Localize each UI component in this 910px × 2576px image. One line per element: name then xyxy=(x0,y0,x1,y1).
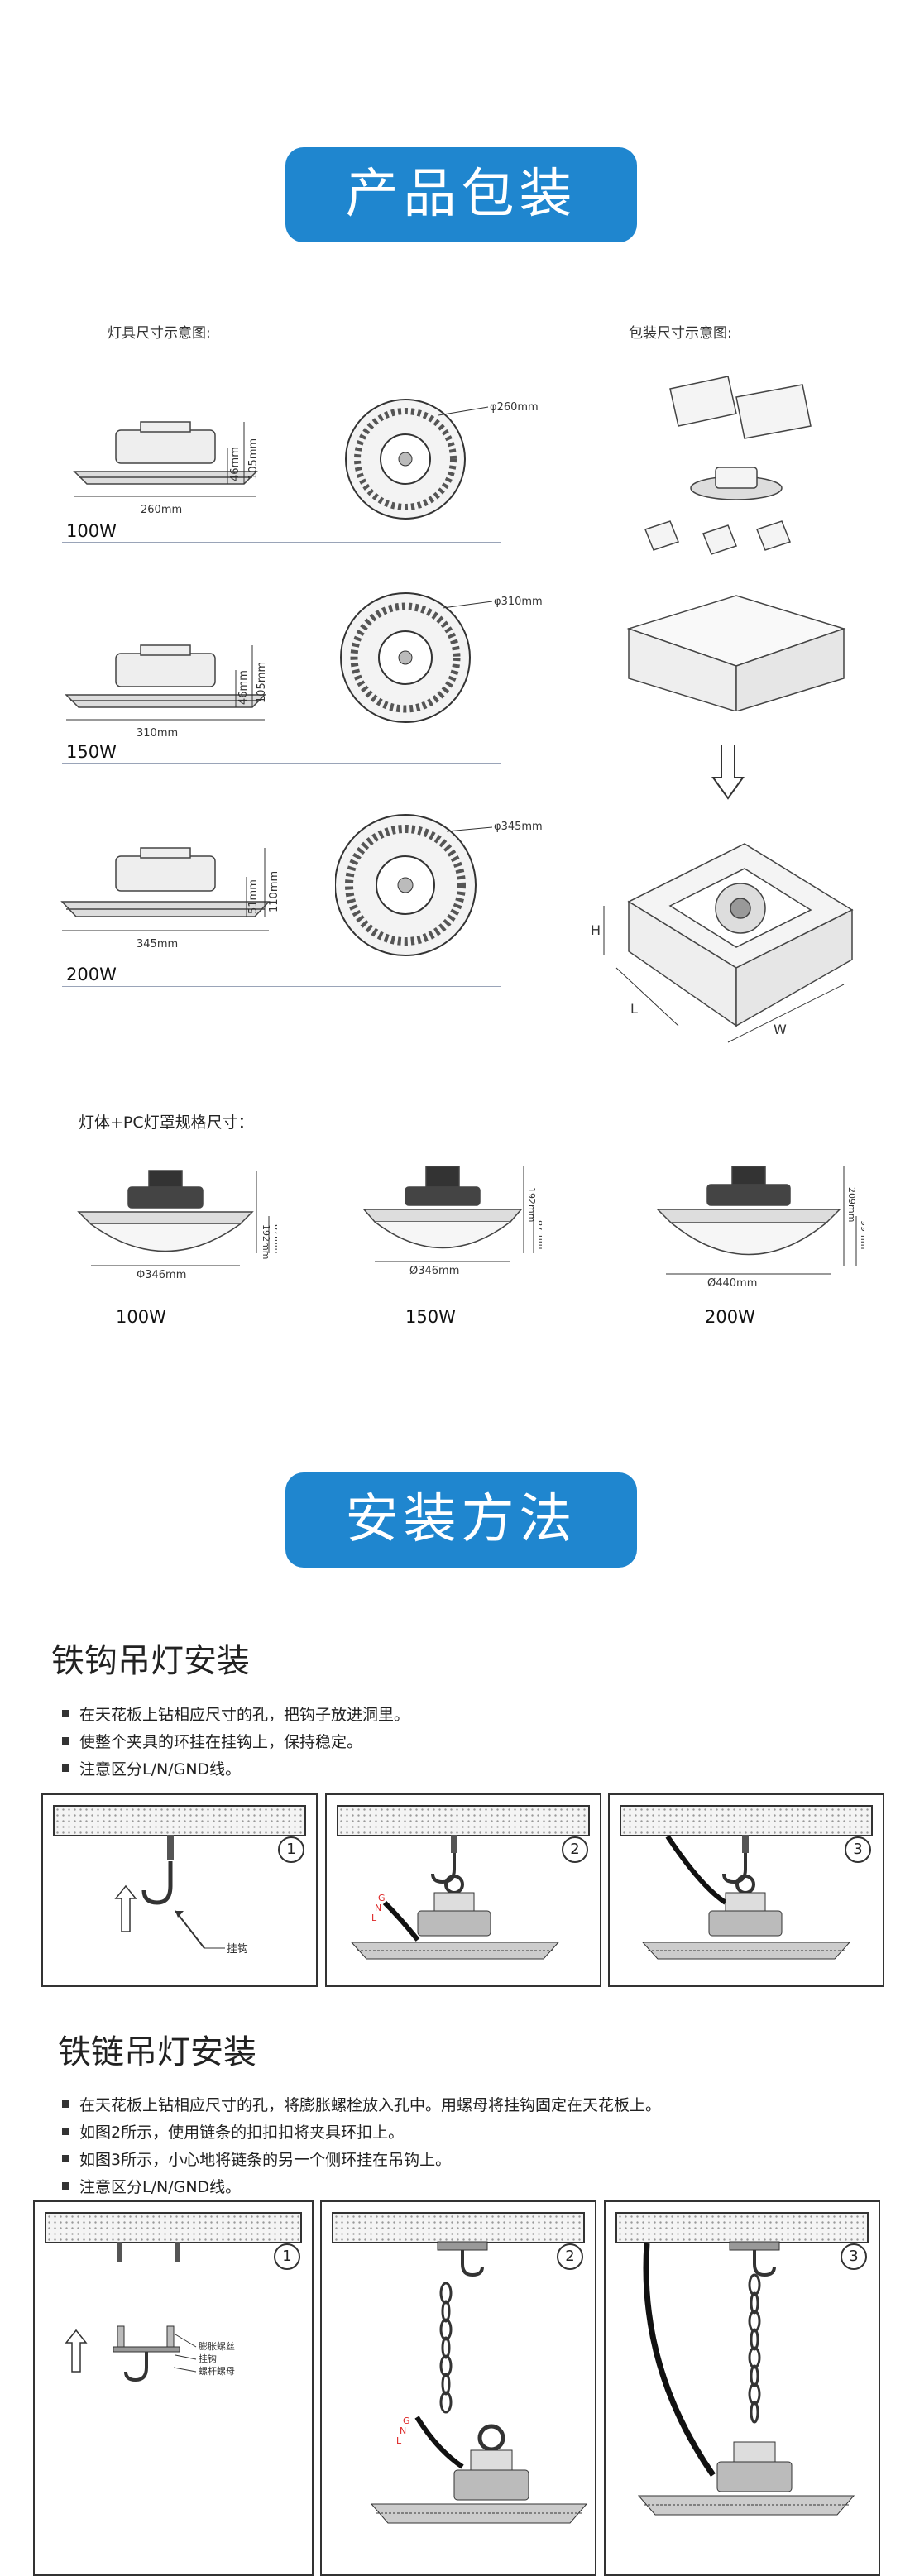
variant-label-100w: 100W xyxy=(66,521,117,541)
arrow-down-icon xyxy=(711,745,745,800)
step-number: 2 xyxy=(562,1836,588,1863)
hook-step-panel-1: 1 挂钩 xyxy=(41,1793,318,1987)
chain-drill-illustration: 膨胀螺丝 挂钩 螺杆螺母 xyxy=(65,2242,235,2382)
section-banner-packaging: 产品包装 xyxy=(285,147,637,242)
list-item: 注意区分L/N/GND线。 xyxy=(62,1757,410,1779)
variant-label-200w: 200W xyxy=(66,965,117,984)
package-dims-label: 包装尺寸示意图: xyxy=(629,325,732,342)
dim-h-total: 192mm xyxy=(526,1187,537,1222)
dim-h2: 105mm xyxy=(247,438,260,480)
dim-h2: 105mm xyxy=(256,662,268,703)
dim-h2: 110mm xyxy=(268,871,280,912)
section-banner-installation: 安装方法 xyxy=(285,1472,637,1568)
dim-h-total: 209mm xyxy=(846,1187,857,1222)
dim-width: 260mm xyxy=(141,504,182,516)
box-h-label: H xyxy=(591,922,601,938)
pc-label-100w: 100W xyxy=(116,1307,166,1327)
step-number: 3 xyxy=(841,2243,867,2270)
hook-final-illustration xyxy=(641,1835,851,1960)
dim-h-cover: 99mm xyxy=(859,1220,864,1249)
dim-dia: φ260mm xyxy=(490,401,539,414)
pc-label-150w: 150W xyxy=(405,1307,456,1327)
dim-dia: Ø346mm xyxy=(410,1265,459,1277)
dim-width: 310mm xyxy=(136,727,178,740)
dim-h-cover: 87mm xyxy=(272,1224,277,1253)
package-exploded-view xyxy=(626,376,846,711)
chain-hang-illustration: G N L xyxy=(370,2241,588,2524)
ceiling xyxy=(332,2212,585,2243)
box-l-label: L xyxy=(630,1001,638,1017)
lamp-top-view-100w: φ260mm xyxy=(345,399,539,520)
wire-label-n: N xyxy=(400,2425,406,2436)
lamp-side-view-100w: 260mm 46mm 105mm xyxy=(73,421,260,516)
box-w-label: W xyxy=(774,1022,787,1037)
dim-h1: 46mm xyxy=(237,670,250,705)
divider xyxy=(62,763,500,764)
list-item: 在天花板上钻相应尺寸的孔，将膨胀螺栓放入孔中。用螺母将挂钩固定在天花板上。 xyxy=(62,2093,661,2115)
hook-step-panel-3: 3 xyxy=(608,1793,884,1987)
pc-spec-label: 灯体+PC灯罩规格尺寸： xyxy=(79,1113,254,1132)
step-number: 2 xyxy=(557,2243,583,2270)
hook-install-title: 铁钩吊灯安装 xyxy=(51,1642,250,1680)
variant-label-150w: 150W xyxy=(66,742,117,762)
dim-width: 345mm xyxy=(136,938,178,950)
list-item: 如图2所示，使用链条的扣扣扣将夹具环扣上。 xyxy=(62,2120,661,2143)
divider xyxy=(62,542,500,543)
dim-h-total: 192mm xyxy=(261,1224,271,1259)
step-number: 1 xyxy=(274,2243,300,2270)
part-label: 螺杆螺母 xyxy=(199,2365,235,2377)
lamp-side-view-200w: 345mm 51mm 110mm xyxy=(60,847,280,950)
chain-step-panel-1: 1 膨胀螺丝 挂钩 螺杆螺母 xyxy=(33,2200,314,2576)
wire-label-n: N xyxy=(375,1903,381,1913)
list-item: 使整个夹具的环挂在挂钩上，保持稳定。 xyxy=(62,1730,410,1752)
chain-install-title: 铁链吊灯安装 xyxy=(58,2033,256,2071)
dim-h1: 51mm xyxy=(247,879,260,914)
lamp-top-view-150w: φ310mm xyxy=(340,592,543,723)
list-item: 注意区分L/N/GND线。 xyxy=(62,2175,661,2197)
chain-install-bullets: 在天花板上钻相应尺寸的孔，将膨胀螺栓放入孔中。用螺母将挂钩固定在天花板上。 如图… xyxy=(62,2093,661,2197)
step-number: 3 xyxy=(845,1836,871,1863)
chain-step-panel-2: 2 G N L xyxy=(320,2200,596,2576)
dim-h-cover: 87mm xyxy=(536,1220,542,1249)
divider xyxy=(62,986,500,987)
pc-lamp-100w: Φ346mm 192mm 87mm xyxy=(77,1170,277,1281)
lamp-top-view-200w: φ345mm xyxy=(335,814,543,956)
lamp-dims-label: 灯具尺寸示意图: xyxy=(108,325,211,342)
dim-h1: 46mm xyxy=(229,447,242,481)
ceiling xyxy=(53,1805,306,1836)
list-item: 如图3所示，小心地将链条的另一个侧环挂在吊钩上。 xyxy=(62,2147,661,2170)
pc-lamp-150w: Ø346mm 192mm 87mm xyxy=(362,1166,542,1277)
chain-final-illustration xyxy=(637,2241,855,2516)
part-label: 挂钩 xyxy=(199,2353,217,2364)
package-assembled-view: H L W xyxy=(591,843,854,1043)
dim-dia: Φ346mm xyxy=(136,1269,186,1281)
list-item: 在天花板上钻相应尺寸的孔，把钩子放进洞里。 xyxy=(62,1702,410,1725)
ceiling xyxy=(620,1805,873,1836)
hook-step-panel-2: 2 G N L xyxy=(325,1793,601,1987)
dim-dia: Ø440mm xyxy=(707,1277,757,1290)
pc-lamp-200w: Ø440mm 209mm 99mm xyxy=(656,1166,864,1290)
hook-install-bullets: 在天花板上钻相应尺寸的孔，把钩子放进洞里。 使整个夹具的环挂在挂钩上，保持稳定。… xyxy=(62,1702,410,1779)
wire-label-g: G xyxy=(403,2416,410,2426)
ceiling xyxy=(337,1805,590,1836)
hook-caption: 挂钩 xyxy=(227,1943,248,1956)
pc-label-200w: 200W xyxy=(705,1307,755,1327)
wire-label-l: L xyxy=(371,1913,377,1923)
hook-drill-illustration: 挂钩 xyxy=(114,1835,248,1956)
ceiling xyxy=(615,2212,869,2243)
chain-step-panel-3: 3 xyxy=(604,2200,880,2576)
part-label: 膨胀螺丝 xyxy=(199,2340,235,2352)
lamp-side-view-150w: 310mm 46mm 105mm xyxy=(65,644,268,740)
ceiling xyxy=(45,2212,302,2243)
hook-hang-illustration: G N L xyxy=(350,1835,560,1960)
dim-dia: φ310mm xyxy=(494,596,543,608)
wire-label-l: L xyxy=(396,2435,402,2446)
wire-label-g: G xyxy=(378,1893,386,1903)
step-number: 1 xyxy=(278,1836,304,1863)
dim-dia: φ345mm xyxy=(494,821,543,833)
